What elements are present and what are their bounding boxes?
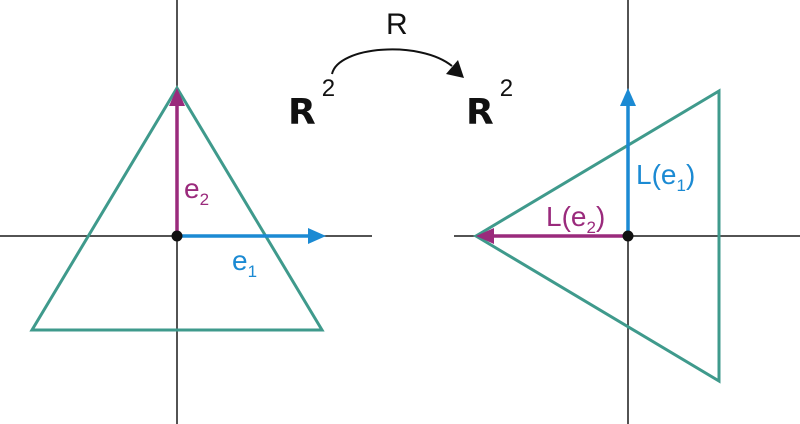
mapping: R R2 R2 — [288, 8, 513, 133]
map-arrowhead — [446, 60, 464, 78]
right-origin — [622, 230, 634, 242]
domain-space-label: R2 — [288, 75, 335, 133]
right-triangle — [473, 88, 721, 384]
le1-arrowhead — [620, 88, 636, 106]
le2-arrowhead — [476, 228, 494, 244]
codomain-space-label: R2 — [466, 75, 513, 133]
e1-arrowhead — [308, 228, 326, 244]
le2-label: L(e2) — [546, 201, 605, 237]
le1-label: L(e1) — [636, 159, 695, 195]
e2-label: e2 — [184, 173, 209, 209]
e2-arrowhead — [169, 88, 185, 106]
map-label: R — [386, 8, 408, 41]
e1-label: e1 — [232, 245, 257, 281]
left-panel: e2 e1 — [0, 0, 372, 424]
right-panel: L(e1) L(e2) — [454, 0, 800, 424]
map-arrow-curve — [331, 48, 453, 75]
left-triangle — [29, 85, 325, 332]
left-origin — [171, 230, 183, 242]
